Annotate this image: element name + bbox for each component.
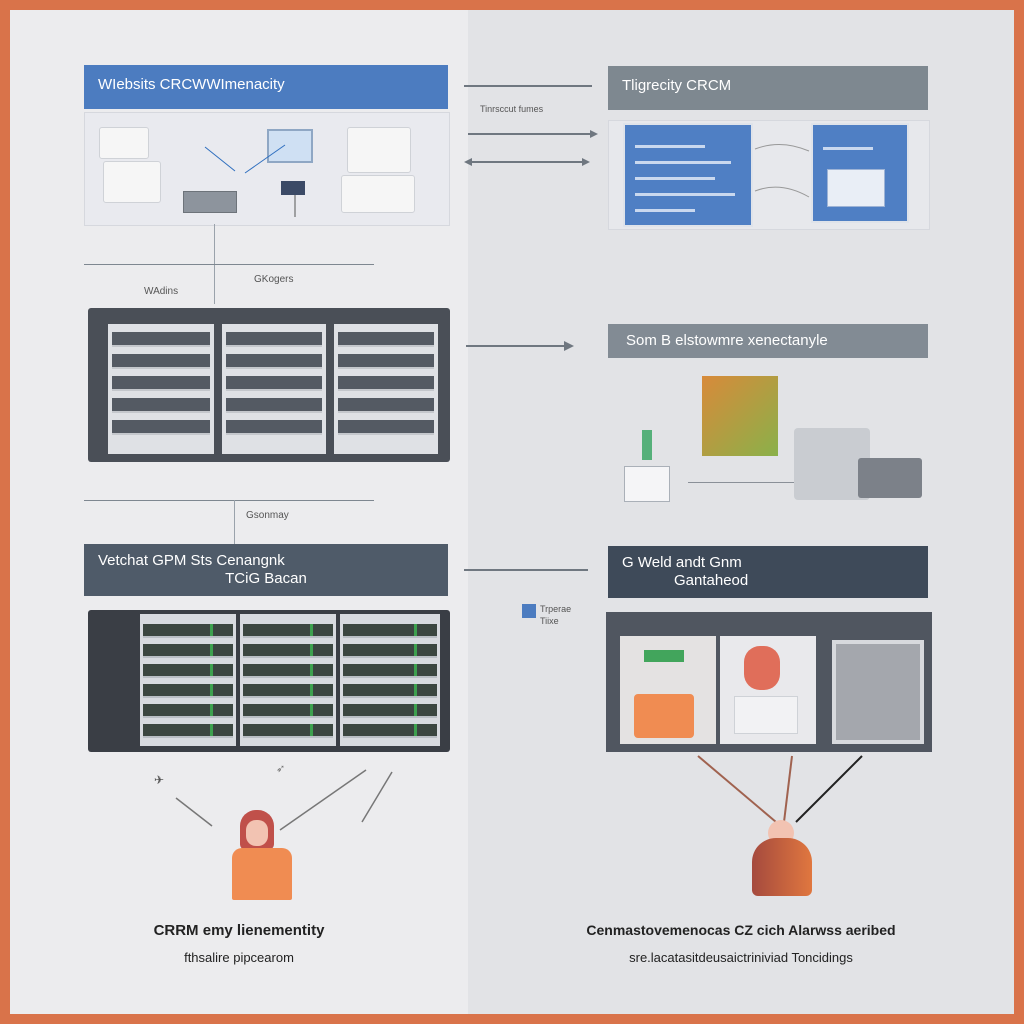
paper-stack-icon <box>103 161 161 203</box>
left-user-figure <box>226 810 298 900</box>
svg-text:✈: ✈ <box>154 773 164 787</box>
printer-tray-icon <box>858 458 922 498</box>
tag-icon <box>642 430 652 460</box>
left-banner-2: Vetchat GPM Sts Cenangnk TCiG Bacan <box>84 544 448 596</box>
right-user-connectors <box>697 755 863 823</box>
left-connector-h1 <box>84 264 374 265</box>
side-label: WAdins <box>144 286 179 297</box>
user-2-body <box>752 838 812 896</box>
right-display-board <box>606 612 932 752</box>
left-user-connectors: ✈ ➶ <box>154 763 393 831</box>
center-flow-arrows <box>464 85 598 571</box>
right-banner-3-line-1: G Weld andt Gnm <box>622 554 742 571</box>
crm-screen-2-form <box>827 169 885 207</box>
rack-2-col-c <box>340 614 440 746</box>
left-banner-1-text: WIebsits CRCWWImenacity <box>98 76 285 93</box>
right-caption-line-1: Cenmastovemenocas CZ cich Alarwss aeribe… <box>586 922 896 938</box>
left-banner-2-line-1: Vetchat GPM Sts Cenangnk <box>98 552 285 569</box>
user-body <box>232 848 292 900</box>
display-tile-1-box <box>634 694 694 738</box>
copier-icon <box>347 127 411 173</box>
svg-text:➶: ➶ <box>276 763 285 775</box>
left-connector-h2 <box>84 500 374 501</box>
server-rack-2 <box>88 610 450 752</box>
display-tile-1 <box>620 636 716 744</box>
center-label-top: Tinrsccut fumes <box>480 104 544 114</box>
network-switch-icon <box>183 191 237 213</box>
right-banner-3: G Weld andt Gnm Gantaheod <box>608 546 928 598</box>
display-tile-2 <box>720 636 816 744</box>
left-caption-line-2: fthsalire pipcearom <box>184 950 294 965</box>
center-badge-icon <box>522 604 536 618</box>
user-face <box>246 820 268 846</box>
monitor-icon <box>267 129 313 163</box>
center-label-mid-2: Tiixe <box>540 616 559 626</box>
center-label-mid: Trperae <box>540 604 572 614</box>
right-banner-2: Som B elstowmre xenectanyle <box>608 324 928 358</box>
rack-2-col-a <box>140 614 236 746</box>
right-caption-line-2: sre.lacatasitdeusaictriniviad Toncidings <box>629 950 853 965</box>
crm-screen-2 <box>811 123 909 223</box>
diagram-frame: WIebsits CRCWWImenacity GKogers WAdins G… <box>10 10 1014 1014</box>
printer-icon <box>99 127 149 159</box>
branch-2-label: Gsonmay <box>246 510 289 521</box>
display-tile-2-figure <box>744 646 780 690</box>
right-banner-2-text: Som B elstowmre xenectanyle <box>626 332 828 349</box>
right-screens-panel <box>608 120 930 230</box>
display-tile-3 <box>832 640 924 744</box>
crm-screen-1 <box>623 123 753 227</box>
left-hardware-panel <box>84 112 450 226</box>
left-banner-1: WIebsits CRCWWImenacity <box>84 65 448 109</box>
branch-1-label: GKogers <box>254 274 294 285</box>
rack-1-col-b <box>222 324 326 454</box>
tray-icon <box>341 175 415 213</box>
terminal-icon <box>281 181 305 195</box>
display-tile-2-stand <box>734 696 798 734</box>
receipt-icon <box>624 466 670 502</box>
rack-1-col-c <box>334 324 438 454</box>
product-box-icon <box>702 376 778 456</box>
right-banner-1: Tligrecity CRCM <box>608 66 928 110</box>
right-connector-h1 <box>688 482 794 483</box>
rack-2-col-b <box>240 614 336 746</box>
left-panel-connectors <box>204 144 296 217</box>
left-connector-v2 <box>234 500 235 544</box>
server-rack-1 <box>88 308 450 462</box>
left-caption-line-1: CRRM emy lienementity <box>153 922 325 939</box>
right-user-figure <box>748 816 816 898</box>
screens-link <box>754 144 810 198</box>
display-tile-1-tag <box>644 650 684 662</box>
right-banner-3-line-2: Gantaheod <box>674 572 749 589</box>
printer-large-icon <box>794 428 870 500</box>
rack-1-col-a <box>108 324 214 454</box>
left-banner-2-line-2: TCiG Bacan <box>225 570 307 587</box>
right-banner-1-text: Tligrecity CRCM <box>622 77 732 94</box>
